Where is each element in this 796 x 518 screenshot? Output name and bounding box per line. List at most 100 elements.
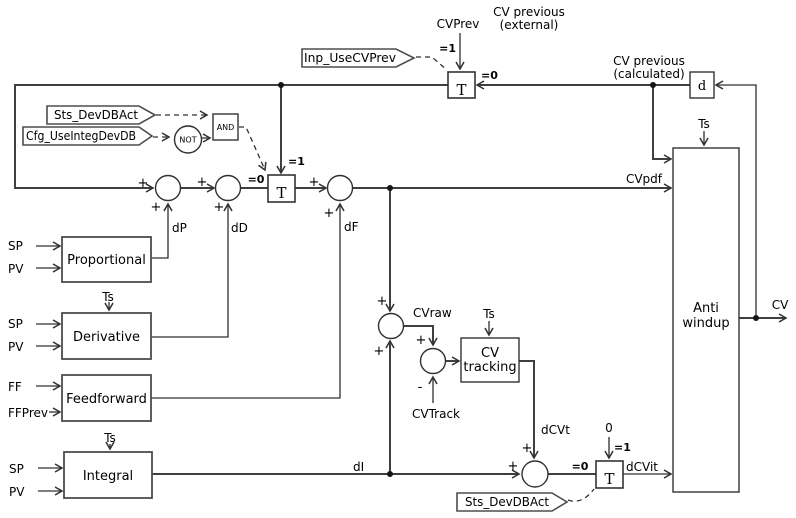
cv-tracking-label-1: CV (481, 346, 499, 361)
plus-sum2-left: + (197, 175, 208, 190)
cv-previous-external-line2: (external) (500, 18, 559, 32)
proportional-label: Proportional (67, 253, 146, 268)
plus-cvraw-bottom: + (374, 344, 385, 359)
dash-and-to-tmid (239, 126, 265, 170)
transfer-switch-mid-label: T (276, 184, 286, 202)
anti-windup-label-1: Anti (693, 301, 719, 316)
ff-label: FF (8, 380, 22, 394)
sp-proportional-label: SP (8, 239, 23, 253)
ts-cvtracking-label: Ts (482, 307, 495, 321)
pv-derivative-label: PV (8, 340, 24, 354)
derivative-label: Derivative (73, 330, 140, 345)
zero-label: 0 (605, 421, 613, 435)
transfer-switch-top-block (447, 71, 476, 99)
sum-junction-tracking (419, 347, 447, 375)
tag-sts-devdbact-bottom (456, 492, 569, 512)
line-df (151, 204, 340, 399)
and-gate (212, 113, 239, 141)
sp-integral-label: SP (9, 462, 24, 476)
cvprev-label: CVPrev (437, 17, 480, 31)
cv-previous-external-line1: CV previous (493, 5, 565, 19)
junction-dots (278, 82, 759, 477)
line-cvraw-to-tracksum (403, 325, 434, 345)
cv-tracking-label-2: tracking (463, 360, 516, 375)
pv-proportional-label: PV (8, 262, 24, 276)
plus-sum3-left: + (309, 175, 320, 190)
junction-dot-top (278, 82, 284, 88)
dash-stsdevdbact-to-tbot (567, 488, 595, 502)
dcvt-label: dCVt (541, 423, 570, 437)
line-dcvt (519, 360, 534, 458)
summing-junctions (154, 174, 549, 488)
df-label: dF (344, 220, 359, 234)
plus-sum1-left: + (138, 176, 149, 191)
cv-previous-calculated-line2: (calculated) (613, 67, 684, 81)
cvtrack-label: CVTrack (412, 407, 460, 421)
plus-sum2-bottom: + (214, 200, 225, 215)
tag-cfg-useintegdevdb-label: Cfg_UseIntegDevDB (26, 129, 136, 143)
tag-sts-devdbact-top (46, 105, 157, 125)
and-gate-label: AND (217, 123, 235, 132)
tag-sts-devdbact-top-label: Sts_DevDBAct (54, 108, 138, 122)
sum-junction-3 (326, 174, 354, 202)
plus-sum4-left: + (508, 459, 519, 474)
ffprev-label: FFPrev (8, 406, 48, 420)
sp-derivative-label: SP (8, 317, 23, 331)
eq1-tbot: =1 (614, 441, 631, 454)
ts-antiwindup-label: Ts (697, 117, 710, 131)
line-dd (151, 204, 228, 338)
connections (14, 33, 786, 502)
cv-tracking-block (460, 337, 520, 383)
dd-label: dD (231, 221, 248, 235)
di-label: dI (353, 460, 364, 474)
transfer-switch-bottom-block (595, 460, 624, 489)
sum-junction-2 (214, 174, 242, 202)
sum-junction-integral (521, 460, 549, 488)
tag-cfg-useintegdevdb (22, 126, 154, 146)
plus-cvraw-top: + (377, 294, 388, 309)
dcvit-label: dCVit (626, 460, 658, 474)
eq0-ttop: =0 (481, 69, 498, 82)
dash-inpusecvprev-to-ttop (416, 56, 448, 71)
derivative-block (61, 312, 152, 360)
line-dp (151, 204, 168, 259)
tag-sts-devdbact-bottom-label: Sts_DevDBAct (465, 495, 549, 509)
delay-block (689, 71, 715, 99)
transfer-switch-mid-block (267, 174, 296, 203)
parameter-tags: Inp_UseCVPrev Sts_DevDBAct Cfg_UseIntegD… (22, 48, 569, 512)
tag-inp-usecvprev (301, 48, 416, 68)
ts-integral-label: Ts (103, 431, 116, 445)
eq0-tbot: =0 (572, 460, 589, 473)
sum-junction-1 (154, 174, 182, 202)
junction-operators: + + + + + + + + + - + + (138, 175, 533, 474)
integral-label: Integral (83, 469, 133, 484)
eq1-ttop: =1 (439, 42, 456, 55)
feedforward-label: Feedforward (66, 392, 147, 407)
sum-junction-cvraw (377, 312, 405, 340)
feedforward-block (61, 374, 152, 422)
junction-dot-di (387, 471, 393, 477)
transfer-switch-bottom-label: T (604, 470, 614, 488)
transfer-switch-top-label: T (456, 81, 466, 99)
cvraw-label: CVraw (413, 306, 452, 320)
line-calc-to-antiwindup (652, 85, 671, 159)
plus-sum3-bottom: + (324, 206, 335, 221)
eq0-tmid: =0 (248, 173, 265, 186)
dp-label: dP (172, 221, 187, 235)
cv-output-label: CV (772, 298, 789, 312)
not-gate-label: NOT (179, 136, 196, 145)
cv-previous-calculated-line1: CV previous (613, 54, 685, 68)
junction-dot-cvpdf (387, 185, 393, 191)
ts-derivative-label: Ts (101, 290, 114, 304)
anti-windup-block (672, 147, 740, 493)
plus-sum4-top: + (522, 441, 533, 456)
line-ttop-to-sum1 (14, 84, 448, 188)
delay-label: d (698, 79, 706, 94)
blocks: Proportional Derivative Feedforward Inte… (61, 71, 740, 499)
eq1-tmid: =1 (288, 155, 305, 168)
proportional-block (61, 236, 152, 283)
plus-sum1-bottom: + (151, 200, 162, 215)
cvpdf-label: CVpdf (626, 172, 663, 186)
integral-block (63, 451, 153, 499)
